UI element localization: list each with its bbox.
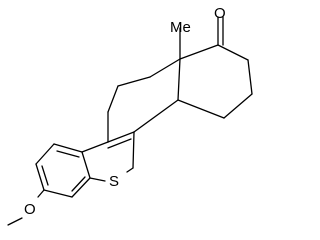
bond	[81, 151, 91, 179]
bond	[177, 58, 181, 101]
thiopyran-ring	[81, 131, 135, 182]
methoxy-group	[7, 189, 45, 226]
bond	[133, 99, 179, 133]
double-bond-inner	[56, 150, 80, 158]
bond	[81, 141, 109, 153]
double-bond-inner	[41, 165, 49, 186]
chemical-structure-diagram: O Me S O	[7, 5, 253, 226]
cyclohexanone-ring-d	[177, 16, 253, 119]
ketone-oxygen-label: O	[214, 5, 226, 22]
bond	[35, 143, 55, 165]
bond	[89, 177, 106, 182]
bond	[35, 163, 45, 191]
bond	[126, 167, 134, 173]
bond	[117, 76, 151, 87]
double-bond-inner	[107, 138, 132, 149]
bond	[7, 217, 23, 226]
bond	[149, 58, 181, 78]
methyl-label: Me	[170, 19, 191, 36]
sulfur-label: S	[109, 173, 119, 190]
double-bond	[107, 131, 135, 143]
bond	[107, 85, 119, 113]
bond	[179, 44, 219, 60]
bond	[247, 59, 253, 95]
double-bond-inner	[71, 176, 86, 192]
bond	[217, 44, 249, 61]
methoxy-oxygen-label: O	[24, 201, 36, 218]
cyclohexane-ring-c	[107, 58, 181, 143]
bond	[223, 93, 253, 119]
bond	[71, 177, 91, 198]
bond	[177, 99, 225, 119]
bond	[37, 189, 45, 198]
benzene-ring	[35, 143, 91, 198]
bond	[132, 131, 135, 169]
bond	[53, 143, 83, 153]
bond	[43, 189, 73, 198]
